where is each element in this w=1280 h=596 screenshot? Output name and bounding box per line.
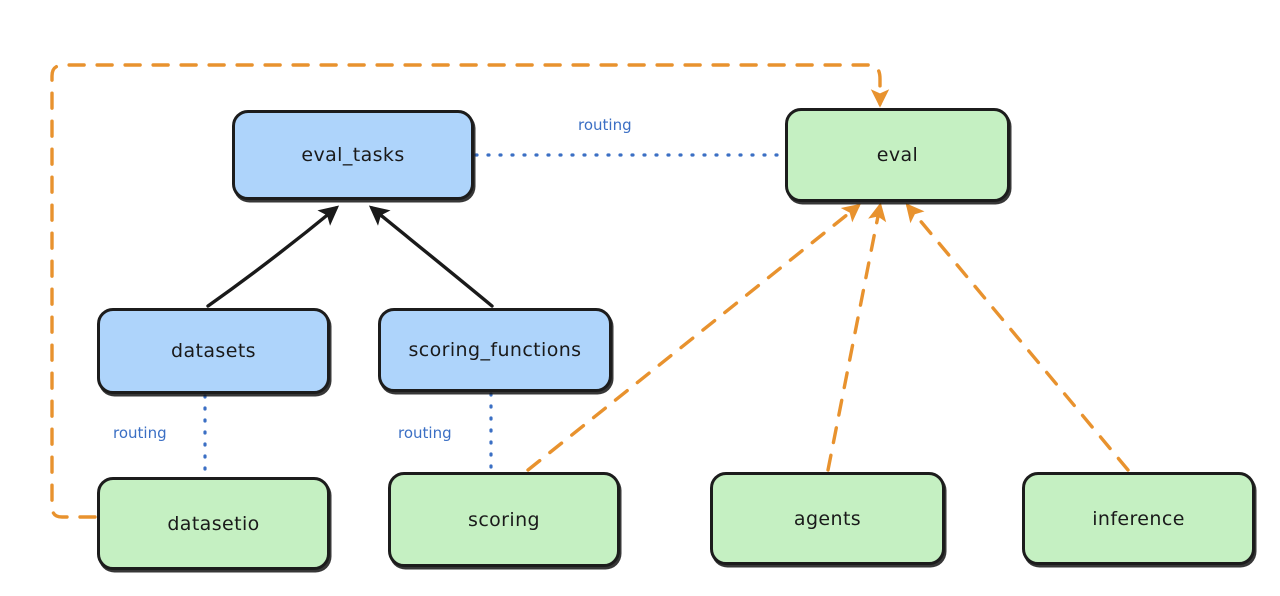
edge-agents-to-eval xyxy=(826,202,887,472)
node-datasetio[interactable]: datasetio xyxy=(97,477,330,570)
edge-label-routing-scoring-functions-scoring: routing xyxy=(398,424,452,442)
node-scoring[interactable]: scoring xyxy=(388,472,620,567)
edge-scoring-functions-to-eval-tasks xyxy=(368,205,494,308)
node-agents[interactable]: agents xyxy=(710,472,945,565)
node-inference[interactable]: inference xyxy=(1022,472,1255,565)
node-label: datasets xyxy=(171,340,256,362)
edge-label-routing-datasets-datasetio: routing xyxy=(113,424,167,442)
node-datasets[interactable]: datasets xyxy=(97,308,330,394)
node-eval-tasks[interactable]: eval_tasks xyxy=(232,110,474,200)
node-label: agents xyxy=(793,507,862,530)
node-label: scoring_functions xyxy=(408,339,582,361)
node-label: inference xyxy=(1092,507,1185,530)
edge-label-routing-eval-tasks-eval: routing xyxy=(578,116,632,134)
edge-inference-to-eval xyxy=(905,203,1130,472)
node-label: eval_tasks xyxy=(301,144,405,166)
node-label: datasetio xyxy=(167,512,260,535)
edge-datasets-to-eval-tasks xyxy=(206,205,340,308)
node-scoring-functions[interactable]: scoring_functions xyxy=(378,308,612,392)
edge-scoring-to-eval xyxy=(526,203,861,472)
edge-datasetio-to-eval xyxy=(50,63,890,519)
node-eval[interactable]: eval xyxy=(785,108,1010,202)
node-label: eval xyxy=(876,144,919,166)
node-label: scoring xyxy=(468,508,540,531)
